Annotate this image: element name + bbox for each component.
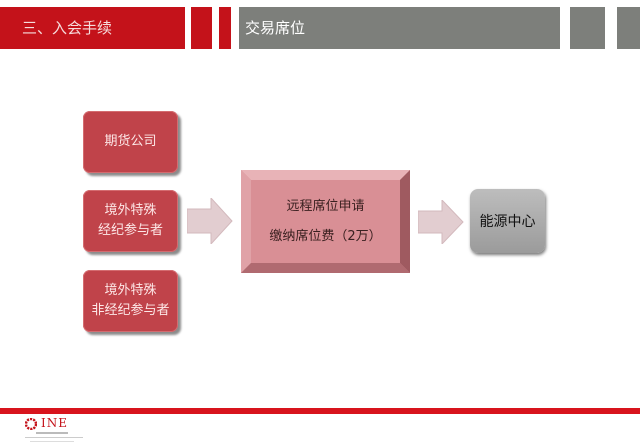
header-red-block-2: [219, 7, 231, 49]
bevel-frame: [241, 170, 410, 273]
header-gray-block-2: [617, 7, 640, 49]
logo-subtitle-en: [25, 437, 83, 438]
destination-label: 能源中心: [479, 214, 536, 230]
header-red-block-1: [191, 7, 212, 49]
logo-text: INE: [41, 416, 68, 430]
source-label-line1: 境外特殊: [104, 283, 157, 298]
logo-subtitle-en-2: [30, 441, 74, 442]
source-label-line2: 非经纪参与者: [91, 303, 170, 318]
source-box-futures-company: 期货公司: [83, 111, 178, 173]
ine-gear-icon: [25, 418, 37, 430]
process-line1: 远程席位申请: [286, 198, 365, 214]
process-text: 远程席位申请 缴纳席位费（2万）: [241, 170, 410, 273]
right-arrow-icon: [418, 200, 464, 244]
source-box-overseas-broker: 境外特殊 经纪参与者: [83, 190, 178, 252]
header-section-bar: 三、入会手续: [0, 7, 185, 49]
source-label-line1: 境外特殊: [104, 203, 157, 218]
process-line2: 缴纳席位费（2万）: [269, 228, 382, 244]
right-arrow-icon: [187, 198, 233, 244]
section-title: 三、入会手续: [22, 19, 113, 37]
source-label-line2: 经纪参与者: [97, 223, 163, 238]
logo-subtitle-cn: [36, 432, 68, 434]
page-subtitle: 交易席位: [245, 19, 306, 37]
destination-box-energy-center: 能源中心: [470, 189, 545, 253]
process-box: 远程席位申请 缴纳席位费（2万）: [241, 170, 410, 273]
ine-logo: INE: [22, 416, 83, 444]
footer-divider: [0, 408, 640, 414]
source-label: 期货公司: [104, 134, 157, 149]
header-subtitle-bar: 交易席位: [239, 7, 560, 49]
header-gray-block-1: [570, 7, 605, 49]
source-box-overseas-non-broker: 境外特殊 非经纪参与者: [83, 270, 178, 332]
